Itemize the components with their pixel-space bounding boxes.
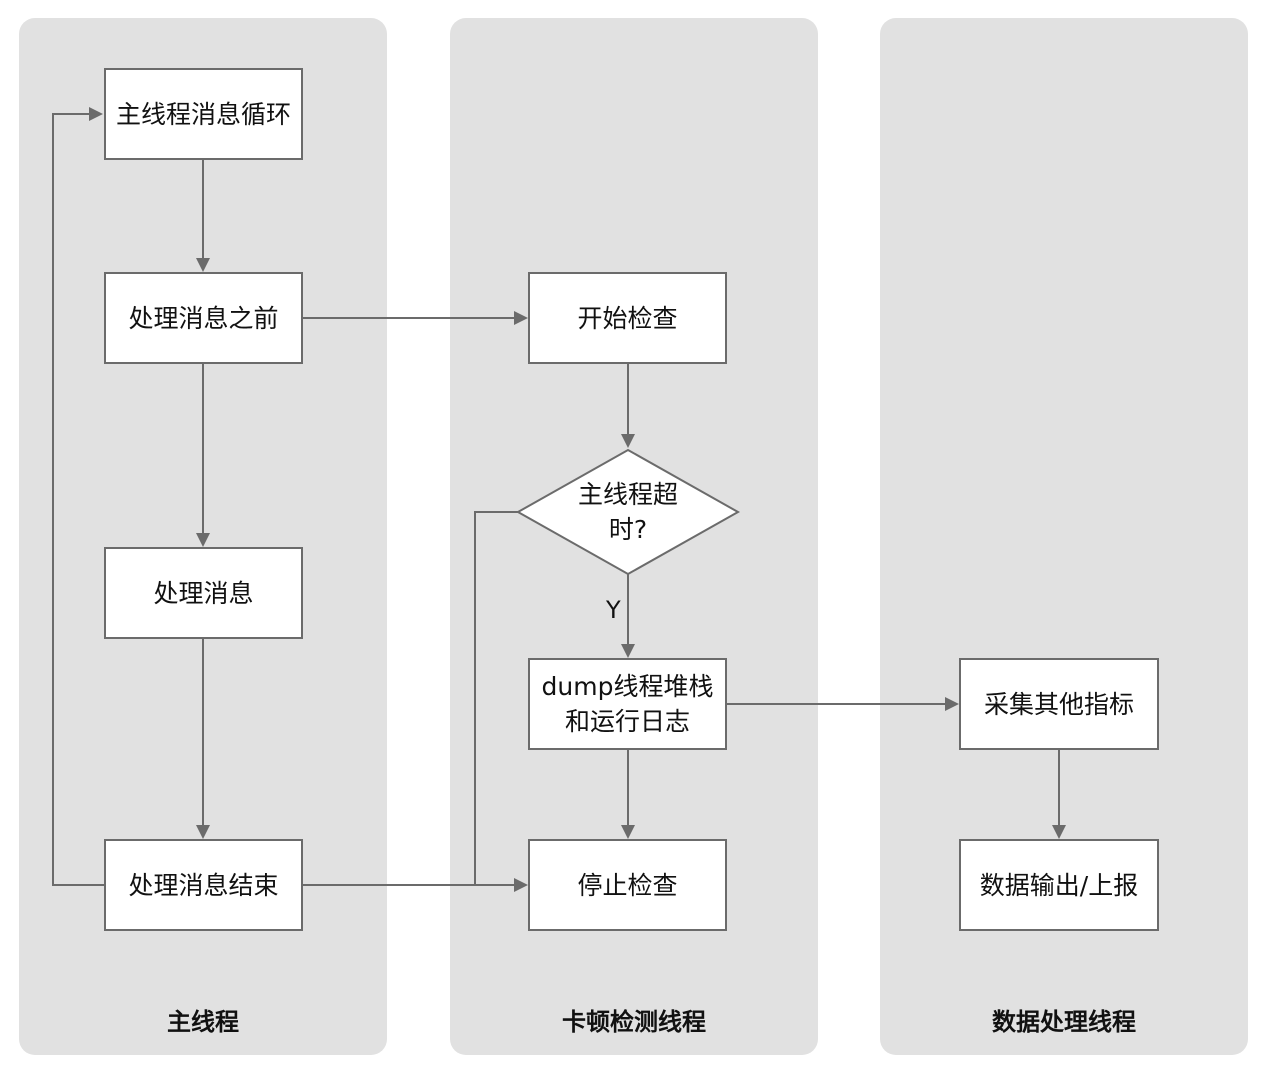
node-before-handle: 处理消息之前 bbox=[104, 272, 303, 364]
node-dump-stack: dump线程堆栈和运行日志 bbox=[528, 658, 727, 750]
node-handle-message: 处理消息 bbox=[104, 547, 303, 639]
node-output-report: 数据输出/上报 bbox=[959, 839, 1159, 931]
edge-end-back-to-loop bbox=[52, 107, 104, 886]
node-main-loop-text: 主线程消息循环 bbox=[116, 99, 292, 129]
lane-title-main-thread: 主线程 bbox=[167, 1008, 239, 1036]
node-handle-end: 处理消息结束 bbox=[104, 839, 303, 931]
edge-timeout-no-to-stop-check bbox=[474, 511, 518, 885]
node-dump-stack-text: dump线程堆栈和运行日志 bbox=[541, 672, 714, 736]
node-stop-check: 停止检查 bbox=[528, 839, 727, 931]
node-output-report-text: 数据输出/上报 bbox=[979, 870, 1139, 900]
node-stop-check-text: 停止检查 bbox=[577, 870, 678, 900]
edge-label-yes: Y bbox=[606, 596, 621, 624]
node-start-check: 开始检查 bbox=[528, 272, 727, 364]
node-handle-message-text: 处理消息 bbox=[153, 578, 254, 608]
lane-title-stall-detect-thread: 卡顿检测线程 bbox=[562, 1008, 706, 1036]
node-main-loop: 主线程消息循环 bbox=[104, 68, 303, 160]
node-handle-end-text: 处理消息结束 bbox=[128, 870, 279, 900]
node-before-handle-text: 处理消息之前 bbox=[128, 303, 279, 333]
node-start-check-text: 开始检查 bbox=[577, 303, 678, 333]
decision-diamond-timeout bbox=[515, 448, 741, 576]
lane-title-data-process-thread: 数据处理线程 bbox=[992, 1008, 1136, 1036]
node-collect-metrics-text: 采集其他指标 bbox=[983, 689, 1134, 719]
decision-timeout-text: 主线程超时? bbox=[577, 480, 678, 544]
node-collect-metrics: 采集其他指标 bbox=[959, 658, 1159, 750]
